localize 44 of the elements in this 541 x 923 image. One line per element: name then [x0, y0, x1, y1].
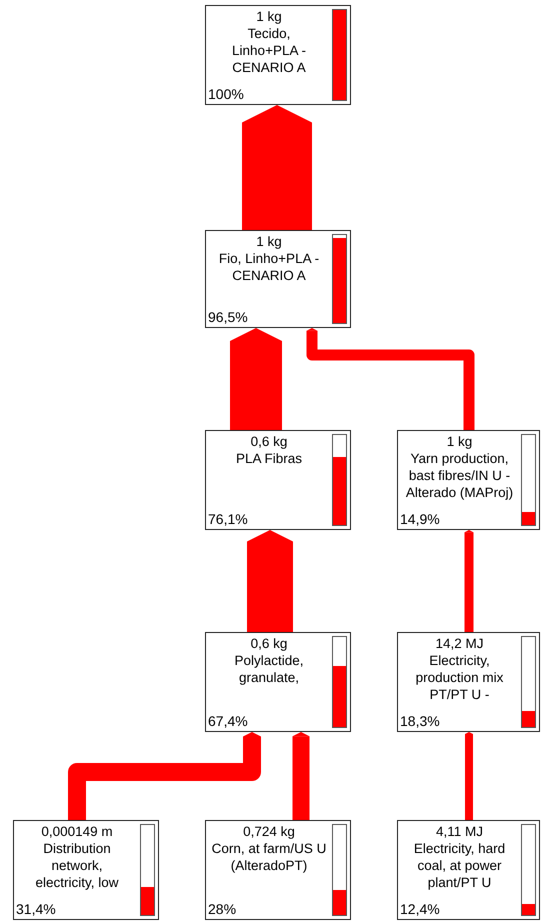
process-name: Electricity, production mix PT/PT U - — [414, 652, 504, 703]
process-box — [205, 632, 351, 732]
flow-arrow — [465, 732, 473, 820]
percentage-text: 31,4% — [16, 901, 56, 918]
process-name: Distribution network, electricity, low — [34, 840, 120, 891]
percentage-text: 96,5% — [208, 309, 248, 326]
process-box — [205, 430, 351, 530]
percentage-text: 100% — [208, 86, 244, 103]
process-name: Electricity, hard coal, at power plant/PT U — [412, 840, 506, 891]
flow-arrow — [230, 328, 282, 430]
amount-text: 14,2 MJ — [435, 635, 484, 652]
process-box — [397, 430, 540, 530]
process-name: Yarn production, bast fibres/IN U - Alterado (MAProj) — [404, 450, 514, 501]
amount-text: 0,724 kg — [243, 823, 295, 840]
process-box — [397, 632, 540, 732]
percentage-text: 76,1% — [208, 511, 248, 528]
process-name: Polylactide, granulate, — [233, 652, 305, 686]
process-box — [13, 820, 159, 920]
process-name: Corn, at farm/US U (AlteradoPT) — [210, 840, 328, 874]
amount-text: 4,11 MJ — [436, 823, 484, 840]
process-name: PLA Fibras — [236, 450, 302, 467]
percentage-text: 14,9% — [400, 511, 440, 528]
process-box — [397, 820, 540, 920]
amount-text: 1 kg — [446, 433, 472, 450]
percentage-text: 12,4% — [400, 901, 440, 918]
flow-arrow — [292, 732, 310, 820]
flow-arrow — [464, 530, 474, 632]
percentage-text: 28% — [208, 901, 236, 918]
percentage-text: 67,4% — [208, 713, 248, 730]
amount-text: 0,000149 m — [41, 823, 113, 840]
amount-text: 1 kg — [256, 8, 282, 25]
process-name: Fio, Linho+PLA - CENARIO A — [218, 250, 320, 284]
process-name: Tecido, Linho+PLA - CENARIO A — [231, 25, 307, 76]
process-box — [205, 820, 351, 920]
amount-text: 0,6 kg — [250, 635, 288, 652]
flow-arrow — [247, 530, 293, 632]
process-box — [205, 230, 351, 328]
amount-text: 0,6 kg — [250, 433, 288, 450]
flow-arrow — [68, 732, 261, 820]
process-box — [205, 5, 351, 105]
amount-text: 1 kg — [256, 233, 282, 250]
percentage-text: 18,3% — [400, 713, 440, 730]
flow-arrow — [242, 105, 312, 230]
flow-arrow — [306, 328, 474, 430]
